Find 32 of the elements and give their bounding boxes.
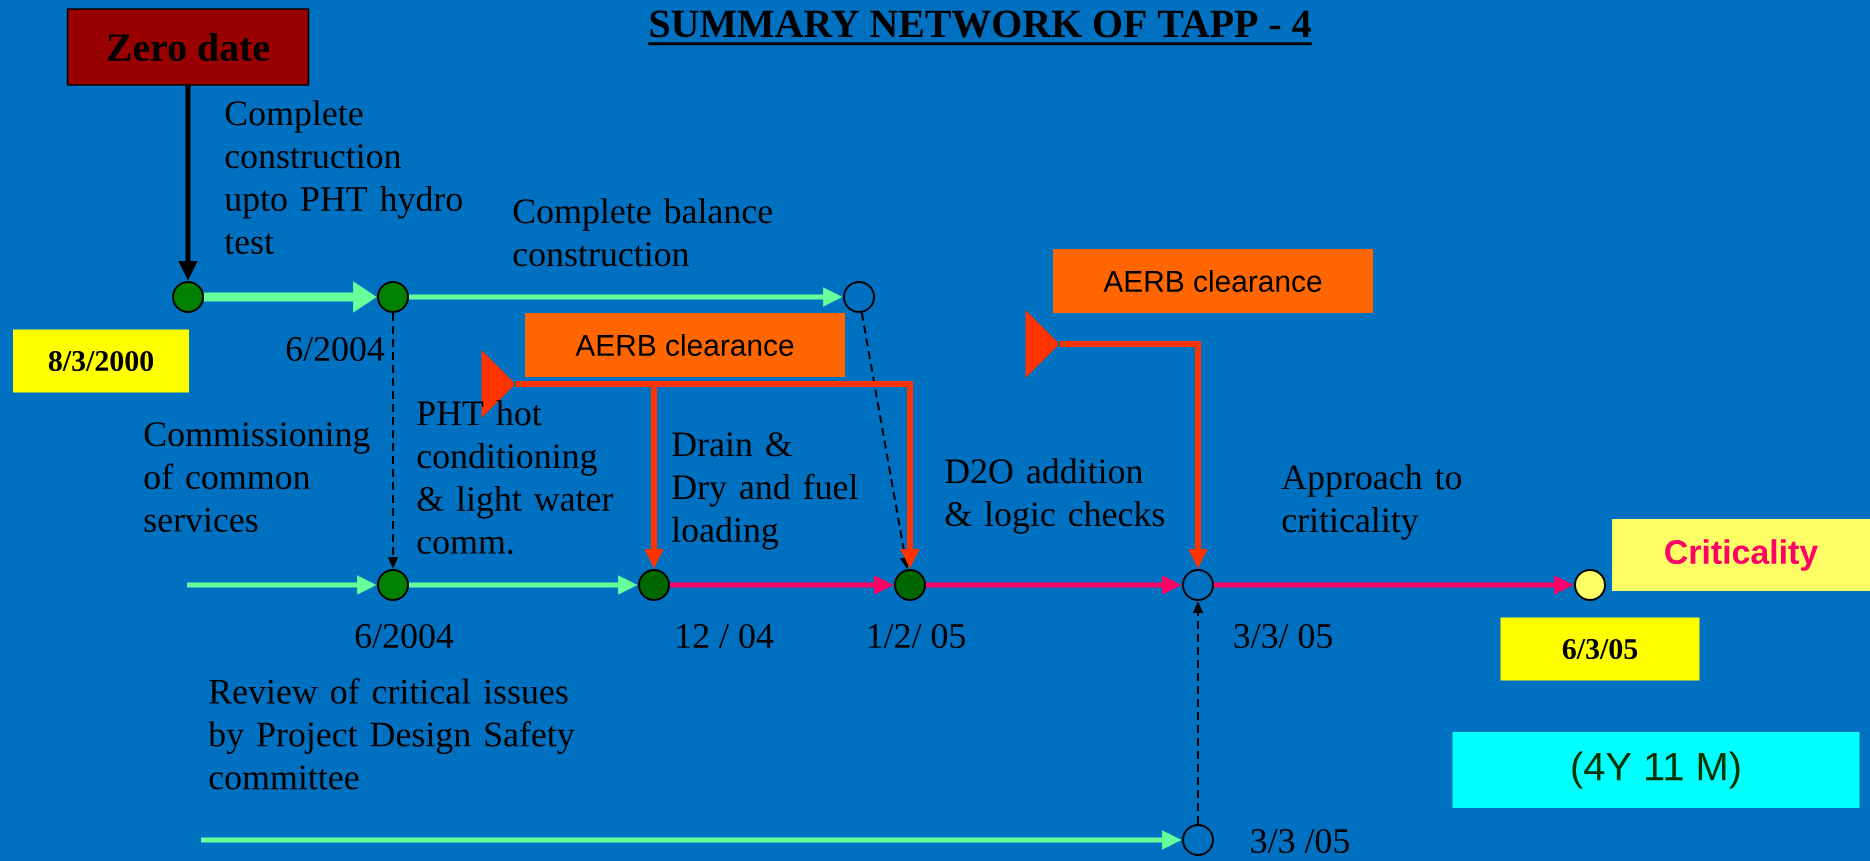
edge-label: PHT hot conditioning & light water comm. [417,400,614,555]
date-box: 8/3/2000 [13,329,189,393]
title: SUMMARY NETWORK OF TAPP - 4 [648,10,1312,46]
date-box: 6/3/05 [1500,617,1700,681]
date-label: 12 / 04 [677,623,774,649]
edge-label: Approach to criticality [1281,464,1462,540]
event-circle [377,569,409,601]
date-label: 3/3/ 05 [1234,623,1332,649]
edge-label: Complete balance construction [513,198,772,267]
clearance-box: AERB clearance [1053,249,1373,313]
date-label: 1/2/ 05 [868,623,965,649]
edge-label: Complete construction upto PHT hydro test [224,100,462,254]
milestone-box: Criticality [1612,519,1870,591]
duration-box: (4Y 11 M) [1452,732,1860,808]
title-box: Zero date [66,8,310,86]
edge-label: D2O addition & logic checks [945,458,1164,534]
edge-label: Commissioning of common services [144,422,370,532]
event-circle [843,281,875,313]
event-circle [377,281,409,313]
date-label: 6/2004 [355,623,454,649]
flag-triangle [1025,310,1060,378]
event-circle [638,569,670,601]
event-circle [1182,824,1214,856]
clearance-box: AERB clearance [525,313,845,377]
event-circle [1182,569,1214,601]
edge-label: Drain & Dry and fuel loading [671,432,858,550]
date-label: 6/2004 [286,336,385,362]
edge-label: Review of critical issues by Project Design Safety committee [208,678,575,790]
event-circle [1574,569,1606,601]
event-circle [172,281,204,313]
event-circle [894,569,926,601]
date-label: 3/3 /05 [1251,828,1349,854]
